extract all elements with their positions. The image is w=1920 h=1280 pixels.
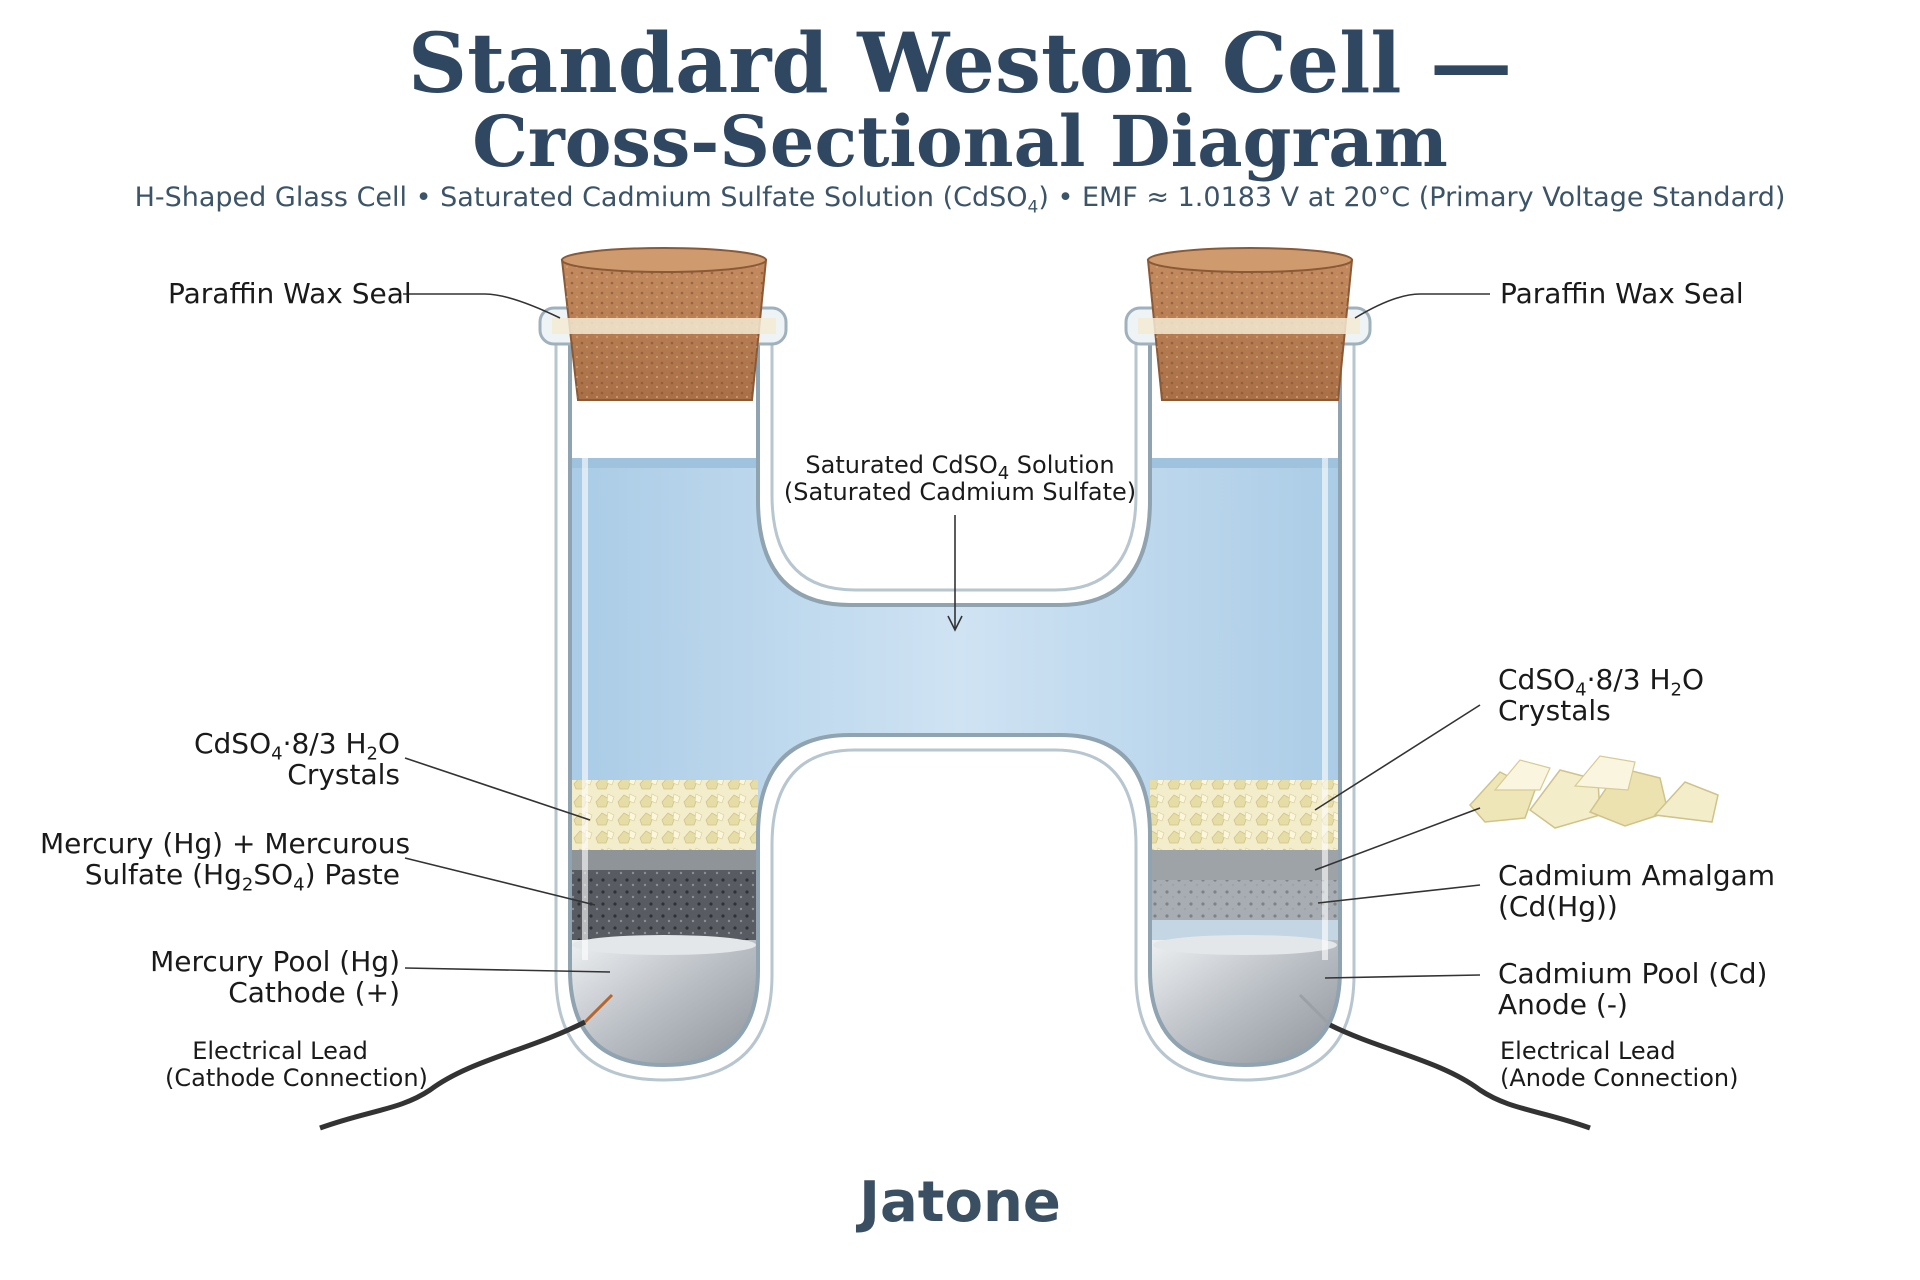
paste-left <box>570 870 758 940</box>
cork-stopper-icon <box>1146 247 1354 401</box>
title-line-2: Cross-Sectional Diagram <box>472 100 1448 183</box>
label-cadmium-pool: Cadmium Pool (Cd) Anode (-) <box>1498 957 1768 1021</box>
subtitle-sub: 4 <box>1027 197 1039 218</box>
wire-lead-icon <box>1298 993 1591 1131</box>
mercury-pool <box>570 940 758 1065</box>
label-crystals-right: CdSO4·8/3 H2O Crystals <box>1498 663 1705 727</box>
label-solution: Saturated CdSO4 Solution (Saturated Cadm… <box>783 451 1137 506</box>
subtitle: H-Shaped Glass Cell • Saturated Cadmium … <box>0 182 1920 217</box>
subtitle-part: H-Shaped Glass Cell • Saturated Cadmium … <box>134 182 1028 213</box>
leader-lines <box>403 293 1490 979</box>
label-crystals-left: CdSO4·8/3 H2O Crystals <box>193 727 400 791</box>
wire-lead-icon <box>319 993 614 1131</box>
label-lead-left: Electrical Lead (Cathode Connection) <box>165 1037 428 1092</box>
crystals-right <box>1150 780 1340 850</box>
label-lead-right: Electrical Lead (Anode Connection) <box>1500 1037 1739 1092</box>
crystal-pile-icon <box>1468 755 1719 829</box>
label-mercury-pool: Mercury Pool (Hg) Cathode (+) <box>150 945 400 1009</box>
brand-wordmark: Jatone <box>859 1170 1061 1235</box>
solution-fill <box>570 458 1340 1065</box>
glass-h-tube <box>568 338 1342 1068</box>
label-seal-left: Paraffin Wax Seal <box>168 277 412 310</box>
label-paste: Mercury (Hg) + Mercurous Sulfate (Hg2SO4… <box>40 827 411 896</box>
title-line-1: Standard Weston Cell — <box>407 16 1513 112</box>
label-amalgam: Cadmium Amalgam (Cd(Hg)) <box>1498 859 1776 923</box>
label-seal-right: Paraffin Wax Seal <box>1500 277 1744 310</box>
subtitle-part: ) • EMF ≈ 1.0183 V at 20°C (Primary Volt… <box>1038 182 1786 213</box>
